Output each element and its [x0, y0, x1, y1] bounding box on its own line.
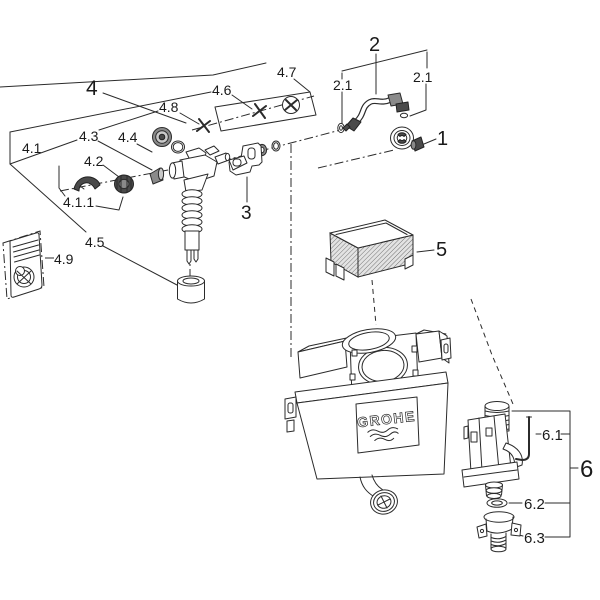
reference-lines-group4	[0, 62, 353, 357]
part-label-1: 1	[437, 128, 448, 150]
shut-off-disc	[152, 127, 172, 147]
part-label-4-8: 4.8	[159, 99, 179, 115]
part-label-4-6: 4.6	[212, 82, 232, 98]
lid-ring	[341, 328, 397, 354]
brand-plaque: GROHE	[355, 396, 420, 454]
mounting-bracket	[228, 142, 263, 176]
brand-logo-text: GROHE	[356, 408, 416, 431]
part-label-2-1b: 2.1	[413, 69, 433, 85]
cistern-tank-group: GROHE	[284, 328, 452, 515]
actuation-rod	[515, 416, 532, 461]
reference-lines-group2	[317, 49, 437, 169]
part-label-6-1: 6.1	[542, 427, 563, 444]
actuation-plate	[2, 230, 45, 300]
part-label-3: 3	[241, 203, 252, 224]
flow-restrictor-icon-4-6	[252, 103, 267, 119]
part-label-2-1a: 2.1	[333, 77, 353, 93]
part-label-5: 5	[436, 239, 447, 261]
part-label-4-2: 4.2	[84, 153, 104, 169]
protection-box-group	[325, 219, 514, 405]
hose-washer	[337, 122, 345, 134]
flow-restrictor-icon-4-7	[282, 96, 300, 114]
part-label-4-7: 4.7	[277, 64, 297, 80]
o-ring-4-4	[171, 140, 185, 154]
part-label-4-9: 4.9	[54, 251, 74, 267]
part-label-6-2: 6.2	[524, 496, 545, 513]
stop-valve-knob	[390, 126, 414, 150]
outlet-connector	[476, 511, 522, 553]
flush-valve-group	[461, 401, 579, 553]
box-foot-right	[404, 254, 414, 270]
outlet-elbow	[359, 474, 398, 515]
part-label-6-3: 6.3	[524, 530, 545, 547]
part-label-4-3: 4.3	[79, 128, 99, 144]
retaining-clip	[73, 176, 101, 192]
protection-cup	[177, 275, 205, 304]
cone-seal	[149, 167, 165, 185]
inlet-connection-group	[317, 49, 437, 169]
part-label-4-1-1: 4.1.1	[63, 194, 94, 210]
part-label-4-4: 4.4	[118, 129, 138, 145]
part-label-2: 2	[369, 34, 380, 56]
fill-valve-exploded-group	[0, 62, 353, 357]
knurled-nut	[114, 174, 134, 194]
filling-valve-body	[168, 145, 231, 265]
part-label-4-5: 4.5	[85, 234, 105, 250]
box-foot-left	[325, 257, 335, 277]
flex-hose	[342, 92, 410, 132]
flush-seal-washer	[486, 498, 508, 508]
part-labels: 4 4.7 4.6 4.8 4.4 4.3 4.1 4.2 4.1.1 4.5 …	[22, 34, 593, 547]
part-label-4: 4	[86, 77, 98, 100]
box-foot-left2	[335, 263, 345, 281]
flush-valve-body	[461, 413, 523, 499]
part-label-4-1: 4.1	[22, 140, 42, 156]
part-label-6: 6	[580, 456, 593, 483]
plug-part-1	[410, 136, 425, 152]
reference-lines-group6	[508, 410, 579, 538]
flow-restrictor-icon-4-8	[196, 118, 211, 133]
